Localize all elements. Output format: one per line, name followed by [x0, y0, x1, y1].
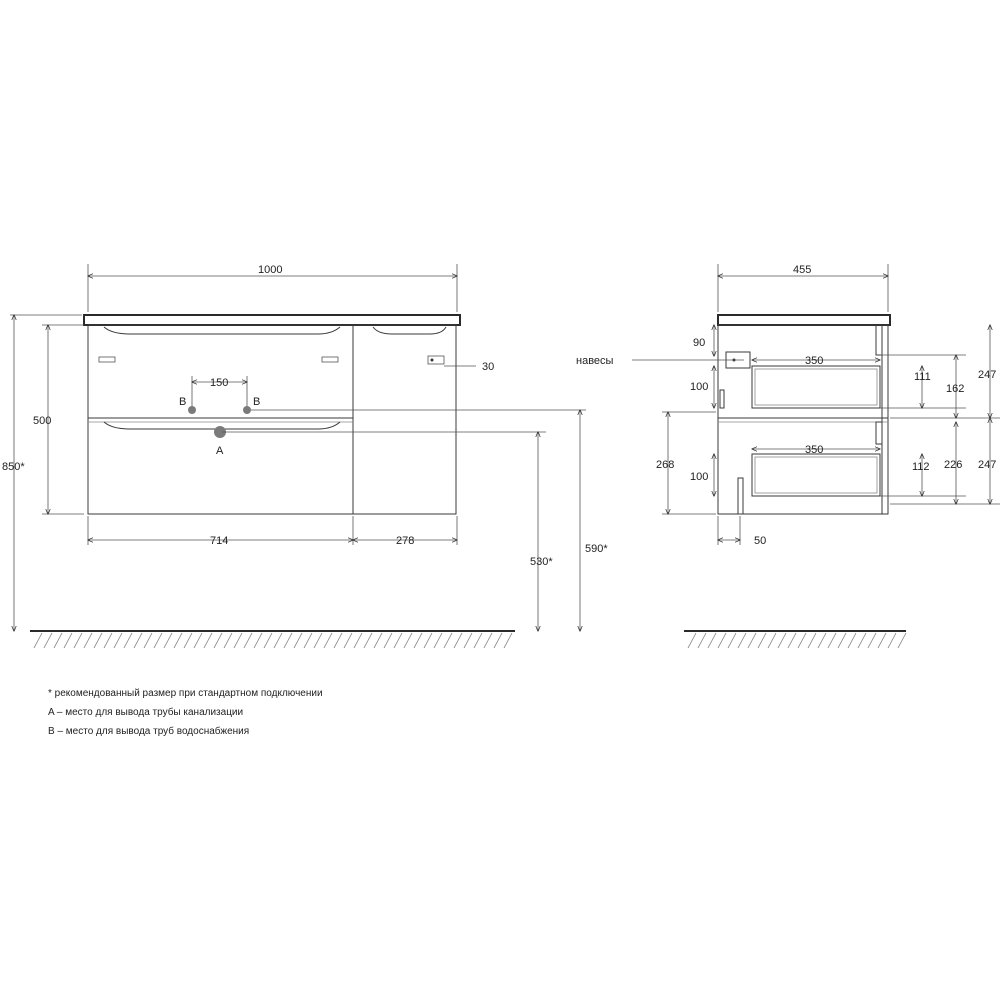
side-cabinet-body [717, 324, 889, 515]
lower-front-height-dim: 247 [978, 459, 996, 471]
pipe-b-left-label: B [179, 396, 186, 408]
side-countertop [717, 314, 891, 326]
depth-dim: 455 [793, 264, 811, 276]
drawer1-inner-height-dim: 111 [914, 371, 931, 383]
lower-drawer-box [751, 453, 881, 497]
upper-drawer-handle [103, 326, 341, 335]
supply-height-dim: 590* [585, 543, 608, 555]
drawer2-depth-dim: 350 [805, 444, 823, 456]
drain-height-dim: 530* [530, 556, 553, 568]
front-countertop [83, 314, 461, 326]
pipe-a-label: A [216, 445, 224, 457]
upper-front-height-dim: 247 [978, 369, 996, 381]
drawer1-offset-dim: 100 [690, 381, 708, 393]
pipe-b-left-marker [188, 406, 196, 414]
bottom-offset-dim: 50 [754, 535, 766, 547]
upper-drawer-box [751, 365, 881, 409]
hinge-offset-dim: 30 [482, 361, 494, 373]
pipe-a-marker [214, 426, 226, 438]
drawer2-offset-dim: 100 [690, 471, 708, 483]
rail-mark-left [98, 356, 116, 363]
side-floor-hatch [687, 632, 907, 649]
height-dim: 500 [33, 415, 51, 427]
lower-height-dim: 268 [656, 459, 674, 471]
left-section-dim: 714 [210, 535, 228, 547]
door-handle [372, 326, 447, 335]
hinges-label: навесы [576, 355, 614, 367]
front-floor-hatch [33, 632, 513, 649]
note-pipe-b: B – место для вывода труб водоснабжения [48, 726, 250, 737]
rail-mark-right [321, 356, 339, 363]
front-cabinet-body [87, 324, 457, 515]
pipe-b-right-label: B [253, 396, 260, 408]
note-pipe-a: A – место для вывода трубы канализации [48, 707, 244, 718]
total-height-dim: 850* [2, 461, 25, 473]
drawer2-inner-height-dim: 112 [912, 461, 930, 473]
notes-block: * рекомендованный размер при стандартном… [48, 684, 323, 741]
drawer1-depth-dim: 350 [805, 355, 823, 367]
pipe-b-right-marker [243, 406, 251, 414]
drawer2-height-dim: 226 [944, 459, 962, 471]
right-section-dim: 278 [396, 535, 414, 547]
hinge-mark [427, 355, 445, 365]
pipe-spacing-dim: 150 [210, 377, 228, 389]
drawer1-height-dim: 162 [946, 383, 964, 395]
note-recommended: * рекомендованный размер при стандартном… [48, 688, 323, 699]
top-offset-dim: 90 [693, 337, 705, 349]
total-width-dim: 1000 [258, 264, 282, 276]
side-view: 455 навесы 90 350 350 100 100 268 50 [576, 264, 1000, 649]
front-view: B B 150 A 1000 500 850* 714 278 30 [2, 264, 608, 649]
